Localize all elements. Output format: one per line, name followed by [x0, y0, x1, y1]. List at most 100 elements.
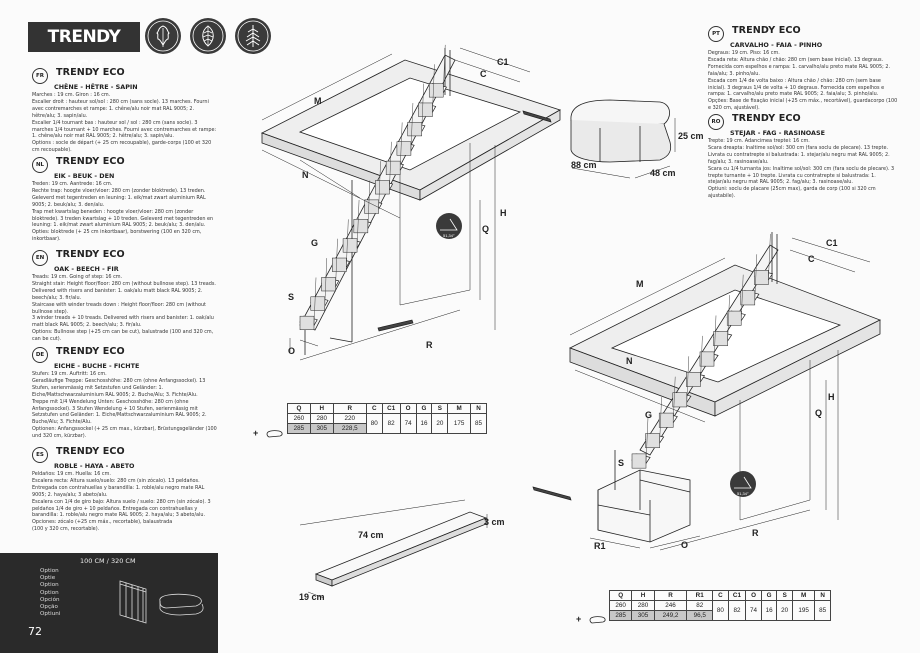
lang-body-line: Escalier 1/4 tournant bas : hauteur sol …: [32, 119, 217, 140]
baluster: [659, 397, 662, 444]
dim-Q-top: Q: [482, 224, 489, 234]
stair-tread: [299, 315, 318, 326]
lang-body-line: Trap met kwartslag beneden : hoogte vloe…: [32, 208, 214, 229]
baluster: [686, 356, 690, 403]
stair-riser: [407, 122, 422, 137]
table-shared-cell: 82: [727, 600, 747, 621]
lang-subtitle: ROBLE - HAYA - ABETO: [54, 462, 135, 470]
baluster: [421, 83, 424, 132]
step-length-label: 88 cm: [571, 160, 597, 170]
lang-body-line: Peldaños: 19 cm. Huella: 16 cm.: [32, 471, 111, 477]
lang-body-line: Opções: Base de fixação inicial (+25 cm …: [708, 98, 898, 112]
stair-tread: [417, 102, 437, 113]
stair-tread: [385, 160, 404, 171]
lang-title: TRENDY ECO: [56, 446, 125, 457]
straight-stair-treads: [299, 83, 447, 331]
stair-tread: [699, 351, 719, 362]
table-shared-cell: 20: [776, 600, 793, 621]
table-shared-cell: 80: [712, 600, 729, 621]
option-label: Opção: [40, 604, 58, 611]
stair-tread: [740, 290, 760, 301]
dim-M-top: M: [314, 96, 322, 106]
dim-R-bottom: R: [752, 528, 759, 538]
baluster: [324, 258, 328, 307]
table-header-cell: M: [447, 403, 472, 414]
lang-code-badge: RO: [708, 114, 724, 130]
baluster: [356, 199, 360, 248]
stair-riser: [310, 296, 326, 311]
table-shared-cell: 195: [791, 600, 816, 621]
lang-code-badge: ES: [32, 447, 48, 463]
stair-tread: [331, 257, 351, 268]
dim-R-top: R: [426, 340, 433, 350]
lang-body-line: Marches : 19 cm. Giron : 16 cm.: [32, 92, 111, 98]
lang-body-line: Escada reta: Altura chão / chão: 280 cm …: [708, 56, 891, 77]
baluster: [410, 103, 414, 152]
lang-body-line: Escada com 1/4 de volta baixo : Altura c…: [708, 77, 885, 98]
railing-size-label: 100 CM / 320 CM: [80, 557, 136, 565]
bullnose-option-icon-1: [266, 430, 283, 438]
table-cell: 260: [287, 413, 311, 424]
table-shared-cell: 74: [399, 413, 417, 434]
stair-tread: [428, 83, 447, 94]
lang-body-line: Staircase with winder treads down : Heig…: [32, 301, 206, 315]
lang-body-line: Escalier droit : hauteur sol/sol : 280 c…: [32, 98, 209, 119]
straight-stair-balusters: [313, 44, 446, 326]
baluster: [346, 219, 349, 268]
table-cell: 249,2: [653, 610, 688, 621]
stair-tread: [658, 412, 678, 424]
baluster: [645, 417, 649, 464]
table-header-cell: O: [399, 403, 417, 414]
lang-title: TRENDY ECO: [732, 113, 801, 124]
bottom-dimension-lines: [569, 237, 871, 551]
table-header-cell: Q: [608, 590, 633, 601]
table-cell: 228,5: [332, 423, 367, 434]
stair-tread: [374, 180, 394, 191]
angle-badge-bottom: 51,34°: [730, 471, 756, 497]
baluster: [768, 233, 771, 280]
bullnose-step-drawing: [570, 99, 672, 163]
option-label: Option: [40, 589, 59, 596]
lang-subtitle: CHÊNE - HÊTRE - SAPIN: [54, 83, 138, 91]
stair-tread: [310, 296, 329, 307]
table-header-cell: R1: [686, 590, 714, 601]
table-header-cell: G: [760, 590, 778, 601]
dim-C1-top: C1: [497, 57, 509, 67]
stair-riser: [396, 141, 412, 156]
table-cell: 285: [608, 610, 633, 621]
plank-length-label: 74 cm: [358, 530, 384, 540]
lang-body-line: (100 y 320 cm, recortable).: [32, 526, 100, 533]
beech-leaf-icon: [190, 18, 226, 54]
option-label: Optie: [40, 575, 56, 582]
baluster: [700, 335, 703, 382]
lang-subtitle: EICHE - BUCHE - FICHTE: [54, 362, 140, 370]
dim-R1-bottom: R1: [594, 541, 606, 551]
option-label: Option: [40, 568, 59, 574]
lang-body-line: Treads: 19 cm. Going of step: 16 cm.: [32, 274, 123, 280]
lang-body-line: Degraus: 19 cm. Piso: 16 cm.: [708, 50, 780, 56]
table-cell: 220: [332, 413, 367, 424]
table-shared-cell: 175: [447, 413, 472, 434]
table-cell: 260: [608, 600, 633, 611]
table-header-cell: C: [365, 403, 383, 414]
lang-body-line: Treden: 19 cm. Aantrede: 16 cm.: [32, 181, 113, 187]
table-header-cell: C: [712, 590, 729, 601]
lang-body-line: Escalera con 1/4 de giro bajo: Altura su…: [32, 498, 211, 519]
table-header-cell: N: [470, 403, 487, 414]
table-cell: 246: [653, 600, 688, 611]
baluster: [335, 238, 338, 287]
table-header-cell: Q: [287, 403, 311, 414]
stair-tread: [342, 238, 361, 249]
stair-tread: [631, 453, 651, 464]
lang-subtitle: OAK - BEECH - FIR: [54, 265, 119, 273]
table-header-cell: N: [814, 590, 831, 601]
table-cell: 96,5: [686, 610, 714, 621]
dim-M-bottom: M: [636, 279, 644, 289]
stair-riser: [658, 412, 674, 428]
lang-code-badge: FR: [32, 68, 48, 84]
svg-text:51,34°: 51,34°: [737, 491, 749, 496]
